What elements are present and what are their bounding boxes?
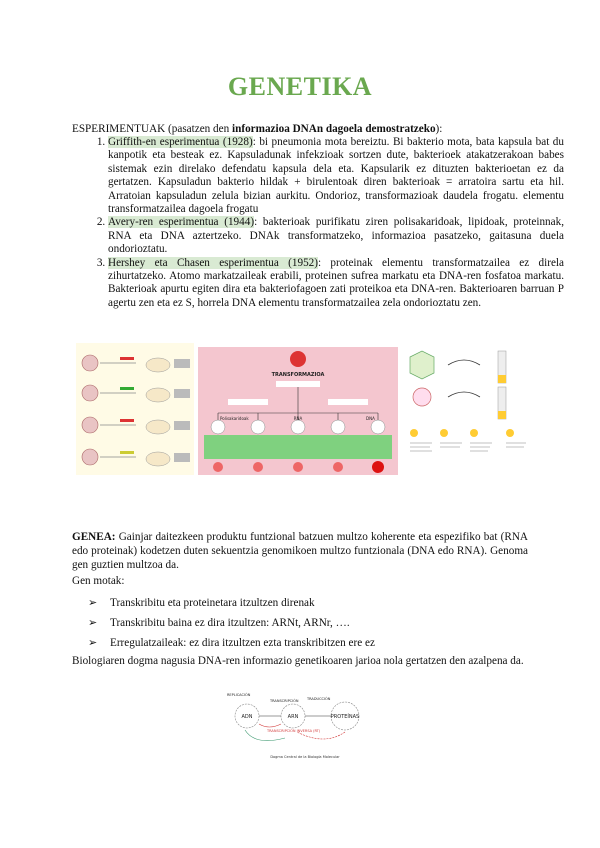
- experiment-text: : proteinak elementu transformatzailea e…: [108, 256, 565, 309]
- experiment-text: : bi pneumonia mota bereiztu. Bi bakteri…: [108, 136, 564, 216]
- experiment-label: Hershey eta Chasen esperimentua (1952): [108, 256, 318, 269]
- experiment-label: Avery-ren esperimentua (1944): [108, 216, 255, 229]
- dna-node: ADN: [241, 714, 252, 720]
- page-title: GENETIKA: [227, 72, 373, 101]
- avery-dna-label: DNA: [366, 416, 375, 421]
- experiment-item: Griffith-en esperimentua (1928): bi pneu…: [108, 136, 564, 216]
- hershey-chase-figure: [402, 347, 532, 475]
- gen-motak-heading: Gen motak:: [72, 575, 125, 587]
- replication-label: REPLICACIÓN: [227, 692, 251, 697]
- avery-figure: TRANSFORMAZIOA Polisakaridoak RNA DNA: [198, 347, 398, 475]
- experiment-text: : bakterioak purifikatu ziren polisakari…: [108, 216, 564, 256]
- intro-suffix: ):: [435, 123, 443, 135]
- central-dogma-diagram: ADN ARN PROTEÍNAS REPLICACIÓN TRANSCRIPC…: [225, 688, 385, 760]
- intro-bold: informazioa DNAn dagoela demostratzeko: [232, 123, 436, 135]
- central-dogma-illustration: ADN ARN PROTEÍNAS REPLICACIÓN TRANSCRIPC…: [227, 692, 360, 759]
- genea-term: GENEA:: [72, 531, 116, 543]
- arrow-bullet-icon: ➢: [88, 637, 98, 649]
- arrow-bullet-icon: ➢: [88, 617, 98, 629]
- experiment-item: Hershey eta Chasen esperimentua (1952): …: [108, 256, 565, 311]
- dogma-paragraph: Biologiaren dogma nagusia DNA-ren inform…: [72, 655, 524, 667]
- experiment-figures: TRANSFORMAZIOA Polisakaridoak RNA DNA: [72, 343, 532, 475]
- list-item: ➢ Transkribitu baina ez dira itzultzen: A…: [88, 616, 375, 636]
- diagram-caption: Dogma Central de la Biología Molecular: [270, 755, 340, 759]
- reverse-transcription-label: TRANSCRIPCIÓN INVERSA (RT): [266, 728, 321, 733]
- translation-label: TRADUCCIÓN: [306, 696, 331, 701]
- proteins-node: PROTEÍNAS: [331, 713, 359, 720]
- transcription-label: TRANSCRIPCIÓN: [269, 698, 299, 703]
- gene-type-text: Transkribitu eta proteinetara itzultzen …: [110, 597, 315, 609]
- arn-node: ARN: [288, 714, 299, 720]
- genea-paragraph: GENEA: Gainjar daitezkeen produktu funtz…: [72, 530, 528, 572]
- list-item: ➢ Erregulatzaileak: ez dira itzultzen ezt…: [88, 636, 375, 656]
- griffith-illustration: [76, 343, 194, 475]
- arrow-bullet-icon: ➢: [88, 597, 98, 609]
- experiment-item: Avery-ren esperimentua (1944): bakterioa…: [108, 216, 564, 256]
- experiments-list: Griffith-en esperimentua (1928): bi pneu…: [72, 136, 564, 310]
- avery-illustration: TRANSFORMAZIOA Polisakaridoak RNA DNA: [198, 347, 398, 475]
- avery-mid-label: RNA: [294, 416, 303, 421]
- list-item: ➢ Transkribitu eta proteinetara itzultzen…: [88, 596, 375, 616]
- gene-type-text: Erregulatzaileak: ez dira itzultzen ezta…: [110, 637, 375, 649]
- avery-top-label: TRANSFORMAZIOA: [272, 372, 325, 378]
- experiments-intro: ESPERIMENTUAK (pasatzen den informazioa …: [72, 122, 532, 136]
- gene-type-text: Transkribitu baina ez dira itzultzen: AR…: [110, 617, 350, 629]
- griffith-figure: [76, 343, 194, 475]
- intro-prefix: ESPERIMENTUAK (pasatzen den: [72, 123, 233, 135]
- genea-definition: Gainjar daitezkeen produktu funtzional b…: [72, 531, 528, 571]
- experiment-label: Griffith-en esperimentua (1928): [108, 136, 253, 148]
- hershey-chase-illustration: [402, 347, 532, 475]
- gene-types-list: ➢ Transkribitu eta proteinetara itzultzen…: [88, 596, 375, 656]
- avery-left-label: Polisakaridoak: [220, 416, 249, 421]
